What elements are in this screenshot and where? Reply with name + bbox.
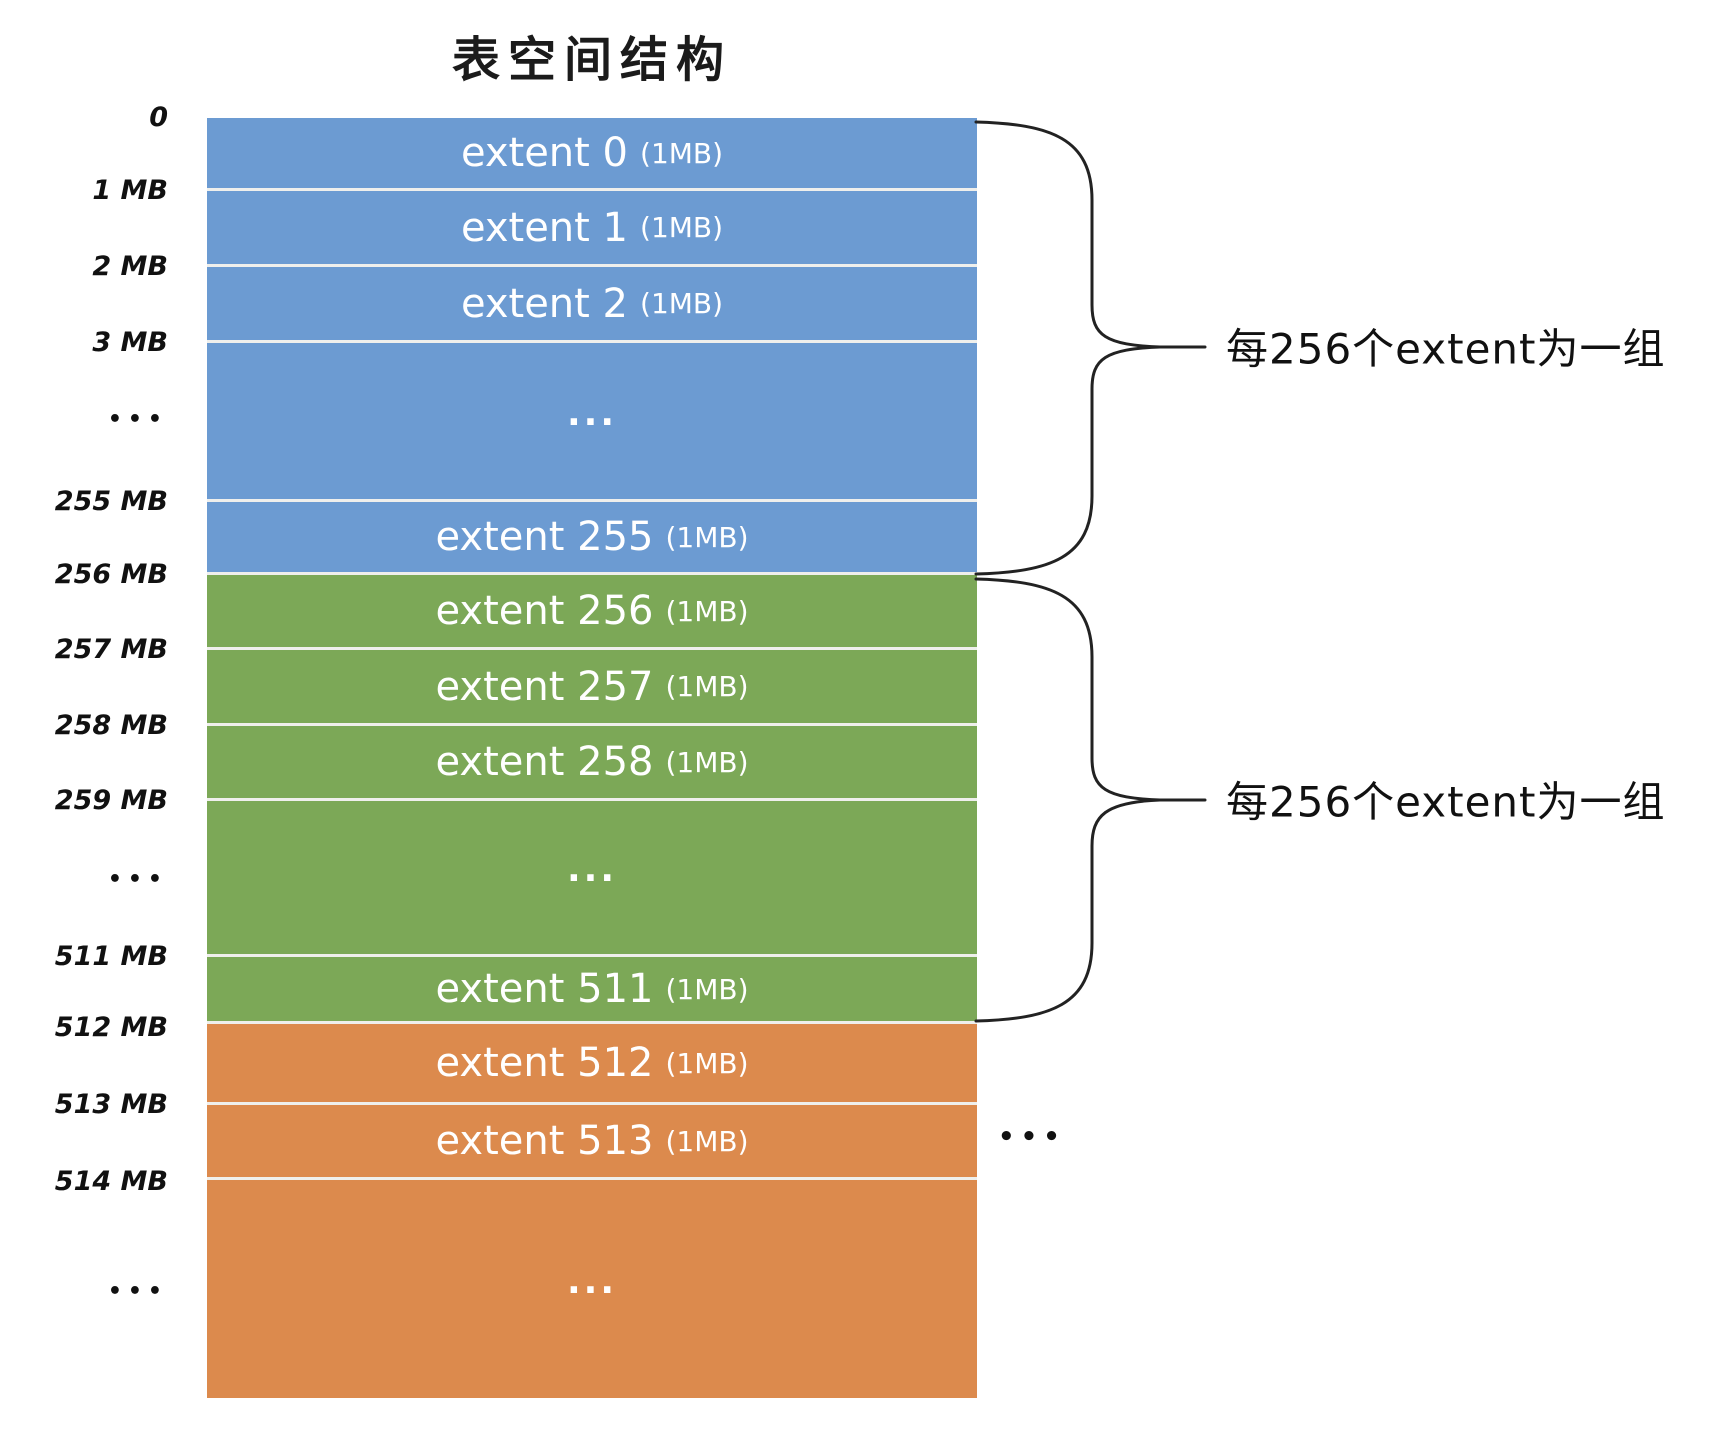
extent-label: extent 513 bbox=[435, 1118, 654, 1164]
extent-size-label: (1MB) bbox=[665, 670, 749, 703]
group-1-annotation: 每256个extent为一组 bbox=[1226, 324, 1666, 374]
extent-row-gap-3: ... bbox=[207, 1180, 977, 1398]
more-groups-ellipsis: ••• bbox=[998, 1122, 1066, 1152]
offset-marker-512mb: 512 MB bbox=[54, 1011, 168, 1043]
ellipsis-label: ... bbox=[566, 392, 618, 434]
offset-marker-255mb: 255 MB bbox=[54, 485, 168, 517]
offset-marker-257mb: 257 MB bbox=[54, 633, 168, 665]
offset-marker-514mb: 514 MB bbox=[54, 1165, 168, 1197]
extent-size-label: (1MB) bbox=[640, 287, 724, 320]
extent-row-256: extent 256 (1MB) bbox=[207, 575, 977, 650]
extent-label: extent 258 bbox=[435, 739, 654, 785]
extent-row-2: extent 2 (1MB) bbox=[207, 267, 977, 343]
extent-row-gap-1: ... bbox=[207, 343, 977, 502]
extent-label: extent 255 bbox=[435, 514, 654, 560]
extent-size-label: (1MB) bbox=[665, 1046, 749, 1080]
offset-marker-2mb: 2 MB bbox=[92, 250, 168, 282]
extent-size-label: (1MB) bbox=[665, 972, 749, 1006]
extent-row-gap-2: ... bbox=[207, 801, 977, 957]
brace-group-2 bbox=[974, 577, 1207, 1023]
extent-label: extent 511 bbox=[435, 966, 654, 1012]
ellipsis-label: ... bbox=[566, 1260, 618, 1302]
offset-marker-0: 0 bbox=[149, 101, 168, 133]
offset-marker-258mb: 258 MB bbox=[54, 709, 168, 741]
brace-group-1 bbox=[974, 120, 1207, 576]
extent-size-label: (1MB) bbox=[665, 594, 749, 628]
extent-label: extent 512 bbox=[435, 1040, 654, 1086]
extent-row-255: extent 255 (1MB) bbox=[207, 502, 977, 575]
offset-marker-511mb: 511 MB bbox=[54, 940, 168, 972]
offset-marker-ellipsis-2: ••• bbox=[107, 867, 168, 892]
extent-row-511: extent 511 (1MB) bbox=[207, 957, 977, 1024]
extent-size-label: (1MB) bbox=[665, 745, 749, 779]
offset-marker-3mb: 3 MB bbox=[92, 326, 168, 358]
extent-label: extent 1 bbox=[460, 204, 629, 251]
extent-column: extent 0 (1MB) extent 1 (1MB) extent 2 (1MB… bbox=[207, 118, 977, 1398]
offset-marker-259mb: 259 MB bbox=[54, 784, 168, 816]
extent-row-0: extent 0 (1MB) bbox=[207, 118, 977, 191]
extent-label: extent 0 bbox=[460, 130, 629, 176]
offset-marker-1mb: 1 MB bbox=[92, 174, 168, 206]
extent-size-label: (1MB) bbox=[665, 520, 749, 554]
offset-marker-256mb: 256 MB bbox=[54, 558, 168, 590]
diagram-title: 表空间结构 bbox=[451, 32, 732, 88]
extent-row-512: extent 512 (1MB) bbox=[207, 1024, 977, 1105]
extent-row-513: extent 513 (1MB) bbox=[207, 1105, 977, 1180]
extent-size-label: (1MB) bbox=[640, 211, 724, 244]
ellipsis-label: ... bbox=[566, 849, 618, 890]
offset-marker-513mb: 513 MB bbox=[54, 1088, 168, 1120]
offset-marker-ellipsis-3: ••• bbox=[107, 1279, 168, 1304]
extent-row-258: extent 258 (1MB) bbox=[207, 726, 977, 801]
extent-size-label: (1MB) bbox=[640, 136, 724, 170]
extent-label: extent 257 bbox=[435, 663, 654, 710]
extent-label: extent 256 bbox=[435, 588, 654, 634]
extent-row-1: extent 1 (1MB) bbox=[207, 191, 977, 267]
offset-marker-ellipsis-1: ••• bbox=[107, 407, 168, 432]
extent-label: extent 2 bbox=[460, 280, 629, 327]
extent-row-257: extent 257 (1MB) bbox=[207, 650, 977, 726]
extent-size-label: (1MB) bbox=[665, 1124, 749, 1158]
group-2-annotation: 每256个extent为一组 bbox=[1226, 777, 1666, 827]
